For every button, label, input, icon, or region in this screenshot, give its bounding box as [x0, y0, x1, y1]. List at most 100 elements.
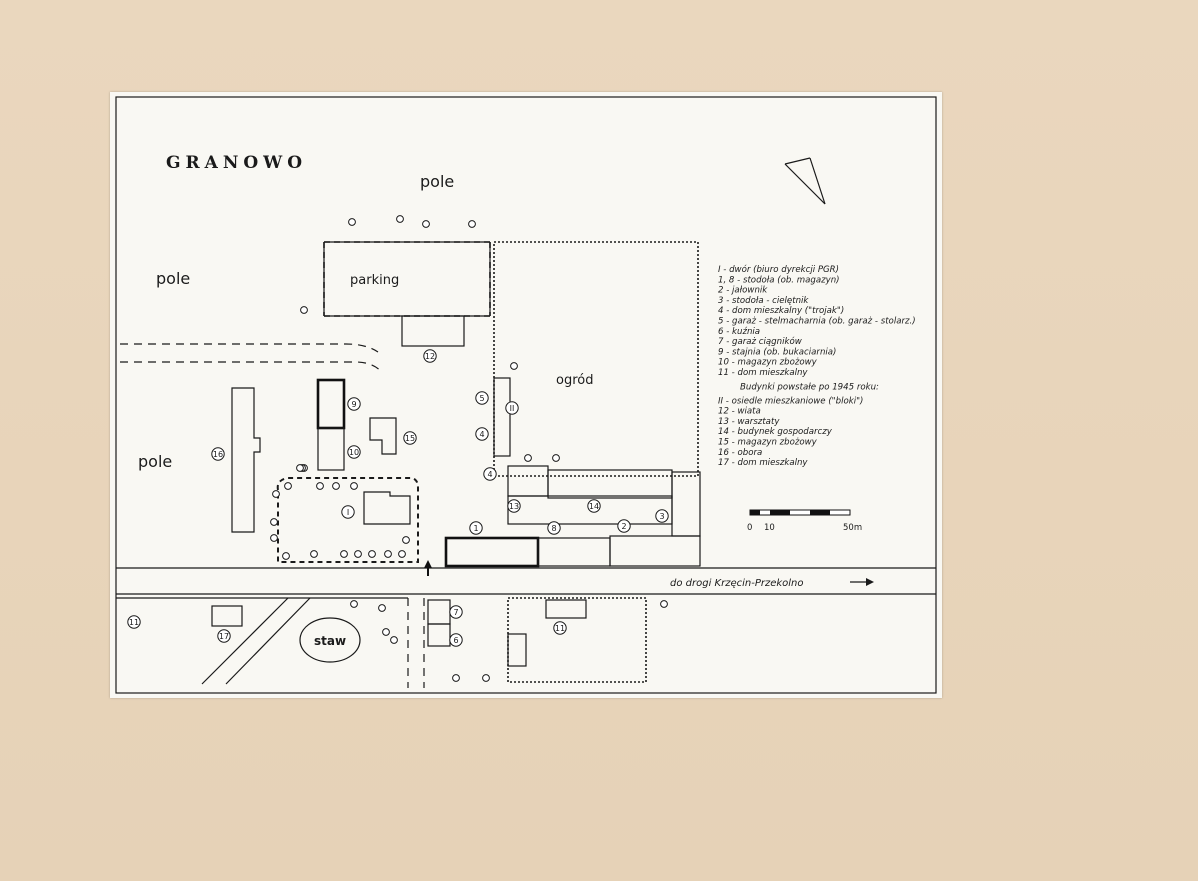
building-1: [444, 536, 540, 568]
tree-icon: [348, 218, 356, 226]
building-I-manor: [363, 491, 411, 525]
tree-icon: [382, 628, 390, 636]
road-label: do drogi Krzęcin-Przekolno: [670, 578, 804, 589]
trees: [270, 215, 668, 682]
legend-item: 6 - kuźnia: [718, 327, 760, 337]
building-marker-3: 3: [655, 509, 669, 523]
svg-text:12: 12: [425, 352, 435, 361]
diagonal-lane-a: [201, 597, 289, 685]
building-marker-6: 6: [449, 633, 463, 647]
scale-label-50m: 50m: [843, 523, 862, 533]
building-marker-1: 1: [469, 521, 483, 535]
svg-text:17: 17: [219, 632, 229, 641]
map-frame: [115, 96, 937, 694]
entrance-arrow-icon: [424, 560, 432, 576]
svg-text:5: 5: [479, 394, 484, 403]
svg-text:14: 14: [589, 502, 599, 511]
legend-item: I - dwór (biuro dyrekcji PGR): [718, 264, 839, 275]
svg-text:16: 16: [213, 450, 223, 459]
building-marker-I: I: [341, 505, 355, 519]
svg-text:4: 4: [479, 430, 484, 439]
building-marker-11a: 11: [127, 615, 141, 629]
garden-area: ogród: [493, 241, 699, 477]
north-arrow-icon: [784, 157, 826, 205]
legend-item-post-1945: II - osiedle mieszkaniowe ("bloki"): [718, 396, 863, 406]
tree-icon: [296, 464, 304, 472]
tree-icon: [422, 220, 430, 228]
legend-item: 11 - dom mieszkalny: [718, 368, 808, 378]
building-marker-8: 8: [547, 521, 561, 535]
svg-text:15: 15: [405, 434, 415, 443]
tree-icon: [282, 552, 290, 560]
legend-item: 1, 8 - stodoła (ob. magazyn): [718, 275, 840, 285]
scale-label-0: 0: [747, 523, 752, 533]
legend-item: 2 - jałownik: [718, 286, 768, 296]
svg-text:7: 7: [453, 608, 458, 617]
field-label-top: pole: [420, 172, 454, 191]
building-marker-17: 17: [217, 629, 231, 643]
tree-icon: [552, 454, 560, 462]
building-3: [671, 471, 701, 537]
map-title: GRANOWO: [166, 153, 307, 173]
tree-icon: [316, 482, 324, 490]
building-marker-14: 14: [587, 499, 601, 513]
legend-item: 7 - garaż ciągników: [718, 336, 803, 347]
pond-label: staw: [314, 634, 346, 648]
garden-label: ogród: [556, 373, 593, 388]
building-marker-5: 5: [475, 391, 489, 405]
tree-icon: [270, 518, 278, 526]
tree-icon: [452, 674, 460, 682]
building-14: [547, 469, 673, 499]
svg-text:I: I: [347, 508, 349, 517]
building-2: [507, 495, 673, 525]
svg-text:10: 10: [349, 448, 359, 457]
building-marker-12: 12: [423, 349, 437, 363]
building-marker-4a: 4: [475, 427, 489, 441]
old-road-lower: [120, 361, 383, 373]
housing-enclosure-11: [507, 597, 647, 683]
building-11-annex: [507, 633, 527, 667]
building-marker-2: 2: [617, 519, 631, 533]
building-12: [401, 315, 465, 347]
parking-area: parking: [323, 241, 491, 317]
legend-item: 5 - garaż - stelmacharnia (ob. garaż - s…: [718, 317, 916, 327]
tree-icon: [272, 490, 280, 498]
legend-item-post-1945: 15 - magazyn zbożowy: [718, 438, 818, 448]
svg-text:13: 13: [509, 502, 519, 511]
building-marker-10: 10: [347, 445, 361, 459]
tree-icon: [384, 550, 392, 558]
building-marker-7: 7: [449, 605, 463, 619]
legend-item: 10 - magazyn zbożowy: [718, 358, 818, 368]
tree-icon: [270, 534, 278, 542]
legend-item-post-1945: 12 - wiata: [718, 407, 761, 417]
map-sheet: GRANOWO pole pole pole parking: [110, 92, 942, 698]
building-marker-16: 16: [211, 447, 225, 461]
legend-item-post-1945: 14 - budynek gospodarczy: [718, 427, 833, 437]
building-marker-4b: 4: [483, 467, 497, 481]
building-13: [507, 465, 549, 497]
tree-icon: [310, 550, 318, 558]
legend-heading-post-1945: Budynki powstałe po 1945 roku:: [740, 382, 879, 392]
tree-icon: [524, 454, 532, 462]
tree-icon: [390, 636, 398, 644]
scale-bar: 0 10 50m: [747, 509, 862, 533]
legend-item: 3 - stodoła - cielętnik: [718, 296, 809, 306]
svg-text:4: 4: [487, 470, 492, 479]
tree-icon: [350, 482, 358, 490]
pond: [299, 617, 361, 663]
tree-icon: [340, 550, 348, 558]
tree-icon: [468, 220, 476, 228]
tree-icon: [284, 482, 292, 490]
building-8: [537, 537, 611, 567]
tree-icon: [660, 600, 668, 608]
svg-text:2: 2: [621, 522, 626, 531]
building-10: [317, 427, 345, 471]
building-6: [427, 623, 451, 647]
building-7: [427, 599, 451, 625]
building-marker-II: II: [505, 401, 519, 415]
tree-icon: [396, 215, 404, 223]
legend-item-post-1945: 13 - warsztaty: [718, 417, 780, 427]
legend-item-post-1945: 16 - obora: [718, 448, 762, 458]
